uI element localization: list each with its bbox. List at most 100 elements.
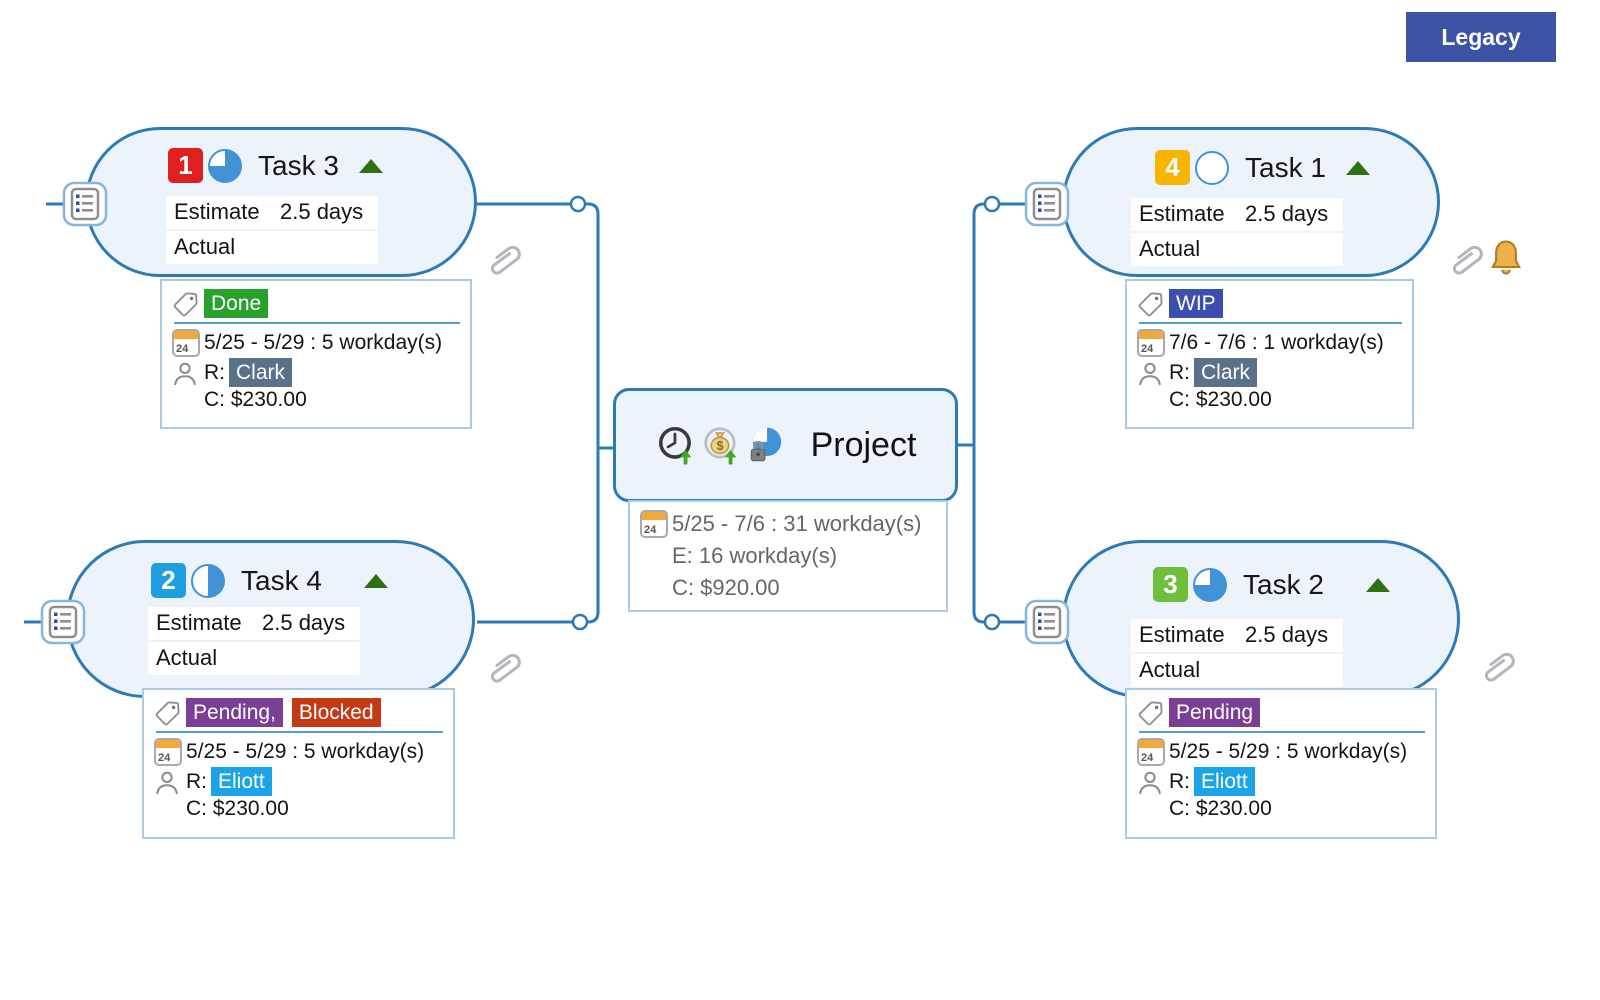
cost-row: C: $230.00 [154, 797, 443, 821]
resource-chip[interactable]: Clark [229, 358, 293, 387]
resource-row: R: Clark [1137, 358, 1402, 387]
branch-handle[interactable] [571, 613, 589, 631]
dates-row: 24 5/25 - 7/6 : 31 workday(s) [640, 510, 936, 538]
task-title: Task 4 [241, 564, 322, 596]
progress-pie-icon[interactable] [208, 148, 242, 183]
collapse-arrow-icon[interactable] [358, 158, 383, 173]
dates-text: 5/25 - 5/29 : 5 workday(s) [1169, 740, 1408, 763]
attachment-paperclip-icon[interactable] [480, 646, 524, 694]
task-title: Task 3 [258, 149, 339, 181]
cost-row: C: $920.00 [640, 575, 936, 601]
estimate-row[interactable]: Estimate 2.5 days [148, 607, 360, 640]
resource-row: R: Eliott [1137, 767, 1425, 796]
resource-chip[interactable]: Eliott [211, 767, 272, 796]
status-label[interactable]: Done [204, 289, 269, 318]
notes-icon[interactable] [1024, 181, 1070, 232]
task-title: Task 1 [1245, 151, 1326, 183]
status-label[interactable]: Pending, [186, 698, 283, 727]
progress-pie-icon[interactable] [191, 563, 225, 598]
tag-icon [154, 699, 186, 727]
branch-handle[interactable] [983, 195, 1001, 213]
task-node-task1[interactable]: 4 Task 1 Estimate 2.5 days Actual [1062, 127, 1440, 277]
right-branch-line [972, 202, 1062, 624]
cost-overrun-icon: $ [703, 427, 736, 465]
branch-handle[interactable] [569, 195, 587, 213]
actual-label: Actual [174, 234, 236, 259]
collapse-arrow-icon[interactable] [363, 573, 388, 588]
calendar-icon: 24 [154, 738, 186, 766]
card-divider [156, 731, 443, 733]
tag-icon [1137, 290, 1169, 318]
cost-row: C: $230.00 [1137, 388, 1402, 412]
priority-icon[interactable]: 1 [168, 148, 203, 183]
actual-row[interactable]: Actual [166, 231, 378, 264]
resource-prefix: R: [1169, 769, 1190, 793]
project-status-icons: $ [655, 424, 787, 466]
attachment-paperclip-icon[interactable] [1474, 645, 1518, 693]
calendar-icon: 24 [1137, 329, 1169, 357]
cost-row: C: $230.00 [1137, 797, 1425, 821]
resource-row: R: Eliott [154, 767, 443, 796]
estimate-label: Estimate [1139, 201, 1225, 226]
progress-pie-icon[interactable] [1195, 150, 1229, 185]
dates-text: 5/25 - 5/29 : 5 workday(s) [186, 740, 425, 763]
task1-detail-card: WIP 24 7/6 - 7/6 : 1 workday(s) R: Clark… [1125, 279, 1414, 429]
priority-icon[interactable]: 2 [151, 563, 186, 598]
labels-row: WIP [1137, 289, 1402, 318]
card-divider [1139, 322, 1402, 324]
estimate-value: 2.5 days [262, 610, 346, 635]
attachment-paperclip-icon[interactable] [480, 238, 524, 286]
task-node-task2[interactable]: 3 Task 2 Estimate 2.5 days Actual [1062, 540, 1460, 698]
collapse-arrow-icon[interactable] [1345, 160, 1370, 175]
progress-pie-icon[interactable] [1193, 567, 1227, 602]
notes-icon[interactable] [1024, 599, 1070, 650]
notes-icon[interactable] [62, 181, 108, 232]
effort-text: E: 16 workday(s) [672, 543, 838, 568]
person-icon [172, 360, 204, 386]
estimate-label: Estimate [156, 610, 242, 635]
project-node[interactable]: $ Project [613, 388, 958, 502]
actual-label: Actual [156, 645, 218, 670]
resource-chip[interactable]: Clark [1194, 358, 1258, 387]
legacy-button[interactable]: Legacy [1406, 12, 1556, 62]
person-icon [1137, 769, 1169, 795]
cost-text: C: $230.00 [204, 388, 307, 411]
task-node-task4[interactable]: 2 Task 4 Estimate 2.5 days Actual [66, 540, 475, 698]
estimate-row[interactable]: Estimate 2.5 days [1131, 619, 1343, 652]
task-node-task3[interactable]: 1 Task 3 Estimate 2.5 days Actual [85, 127, 477, 277]
dates-text: 5/25 - 5/29 : 5 workday(s) [204, 331, 443, 354]
resource-prefix: R: [1169, 360, 1190, 384]
task3-title-row: 1 Task 3 [168, 148, 383, 183]
resource-prefix: R: [186, 769, 207, 793]
status-label[interactable]: Pending [1169, 698, 1261, 727]
status-label[interactable]: Blocked [291, 698, 381, 727]
actual-row[interactable]: Actual [1131, 233, 1343, 266]
resource-prefix: R: [204, 360, 225, 384]
notes-icon[interactable] [40, 599, 86, 650]
estimate-label: Estimate [1139, 622, 1225, 647]
actual-row[interactable]: Actual [1131, 654, 1343, 687]
branch-handle[interactable] [983, 613, 1001, 631]
attachment-paperclip-icon[interactable] [1442, 238, 1486, 286]
estimate-row[interactable]: Estimate 2.5 days [166, 196, 378, 229]
status-label[interactable]: WIP [1169, 289, 1223, 318]
priority-icon[interactable]: 4 [1155, 150, 1190, 185]
reminder-bell-icon[interactable] [1488, 238, 1524, 283]
actual-row[interactable]: Actual [148, 642, 360, 675]
time-overrun-icon [658, 426, 691, 465]
resource-chip[interactable]: Eliott [1194, 767, 1255, 796]
estimate-row[interactable]: Estimate 2.5 days [1131, 198, 1343, 231]
calendar-icon: 24 [640, 510, 672, 538]
collapse-arrow-icon[interactable] [1365, 577, 1390, 592]
task4-detail-card: Pending, Blocked 24 5/25 - 5/29 : 5 work… [142, 688, 455, 839]
dates-text: 7/6 - 7/6 : 1 workday(s) [1169, 331, 1384, 354]
card-divider [174, 322, 460, 324]
task1-metrics: Estimate 2.5 days Actual [1131, 198, 1343, 266]
task-title: Task 2 [1243, 568, 1324, 600]
cost-text: C: $920.00 [672, 575, 780, 600]
project-detail-card: 24 5/25 - 7/6 : 31 workday(s) E: 16 work… [628, 500, 948, 612]
cost-row: C: $230.00 [172, 388, 460, 412]
actual-label: Actual [1139, 236, 1201, 261]
priority-icon[interactable]: 3 [1153, 567, 1188, 602]
